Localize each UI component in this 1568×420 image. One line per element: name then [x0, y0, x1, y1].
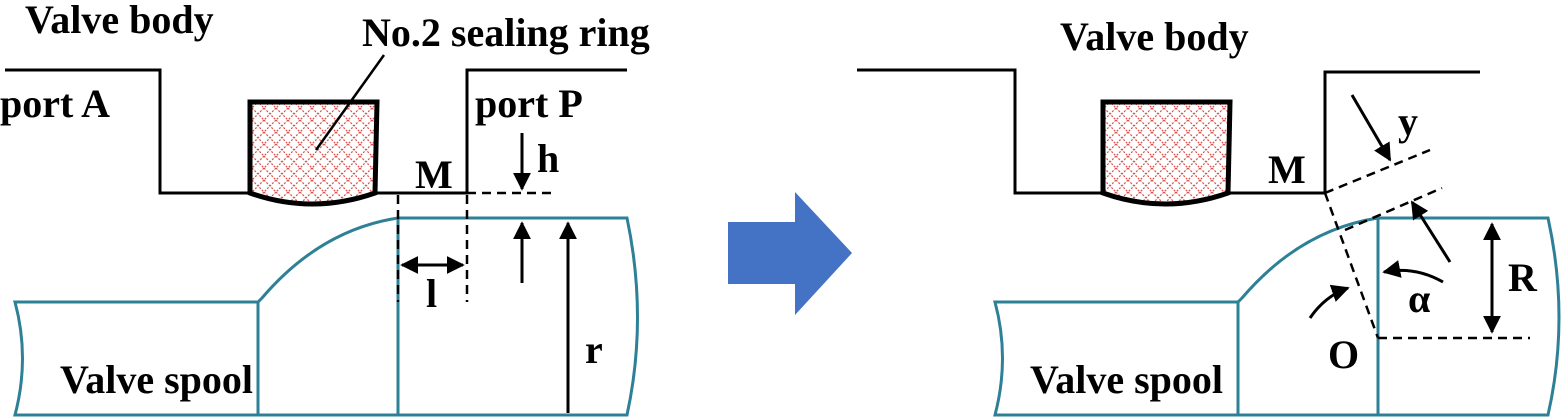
left-sealing-ring — [247, 99, 380, 207]
left-valve-body-outline — [5, 68, 627, 195]
right-sealing-ring — [1100, 99, 1233, 207]
right-alpha-label: α — [1408, 276, 1430, 321]
right-valve-body-label: Valve body — [1060, 14, 1249, 59]
left-h-label: h — [537, 136, 559, 181]
right-y-arrow-up — [1410, 200, 1452, 263]
right-m-label: M — [1268, 147, 1306, 192]
right-dash-slant-top — [1324, 148, 1431, 195]
left-valve-spool-label: Valve spool — [60, 357, 253, 402]
right-r-label: R — [1508, 255, 1538, 300]
right-y-arrow-down — [1350, 94, 1392, 162]
left-port-a-label: port A — [0, 81, 110, 126]
right-y-label: y — [1398, 99, 1418, 144]
right-alpha-arc-arrow — [1382, 260, 1444, 284]
right-alpha-arc-arrow-left — [1308, 284, 1350, 319]
right-o-label: O — [1328, 332, 1359, 377]
right-dash-radial — [1323, 192, 1380, 339]
left-m-label: M — [415, 152, 453, 197]
left-spool-outline — [13, 216, 639, 417]
left-l-label: l — [426, 271, 437, 316]
left-sealing-ring-label: No.2 sealing ring — [362, 10, 650, 55]
left-panel: Valve body No.2 sealing ring port A port… — [0, 0, 650, 417]
right-valve-spool-label: Valve spool — [1030, 357, 1223, 402]
right-valve-body-outline — [857, 68, 1480, 195]
left-r-label: r — [585, 327, 603, 372]
right-arrow-icon — [728, 192, 852, 315]
right-spool-outline — [993, 216, 1561, 417]
right-dash-slant-bottom — [1344, 186, 1443, 232]
left-valve-body-label: Valve body — [25, 0, 214, 42]
left-ring-leader-line — [314, 54, 386, 151]
left-port-p-label: port P — [475, 81, 583, 126]
right-panel: Valve body M y R α O Valve spool — [857, 14, 1561, 417]
